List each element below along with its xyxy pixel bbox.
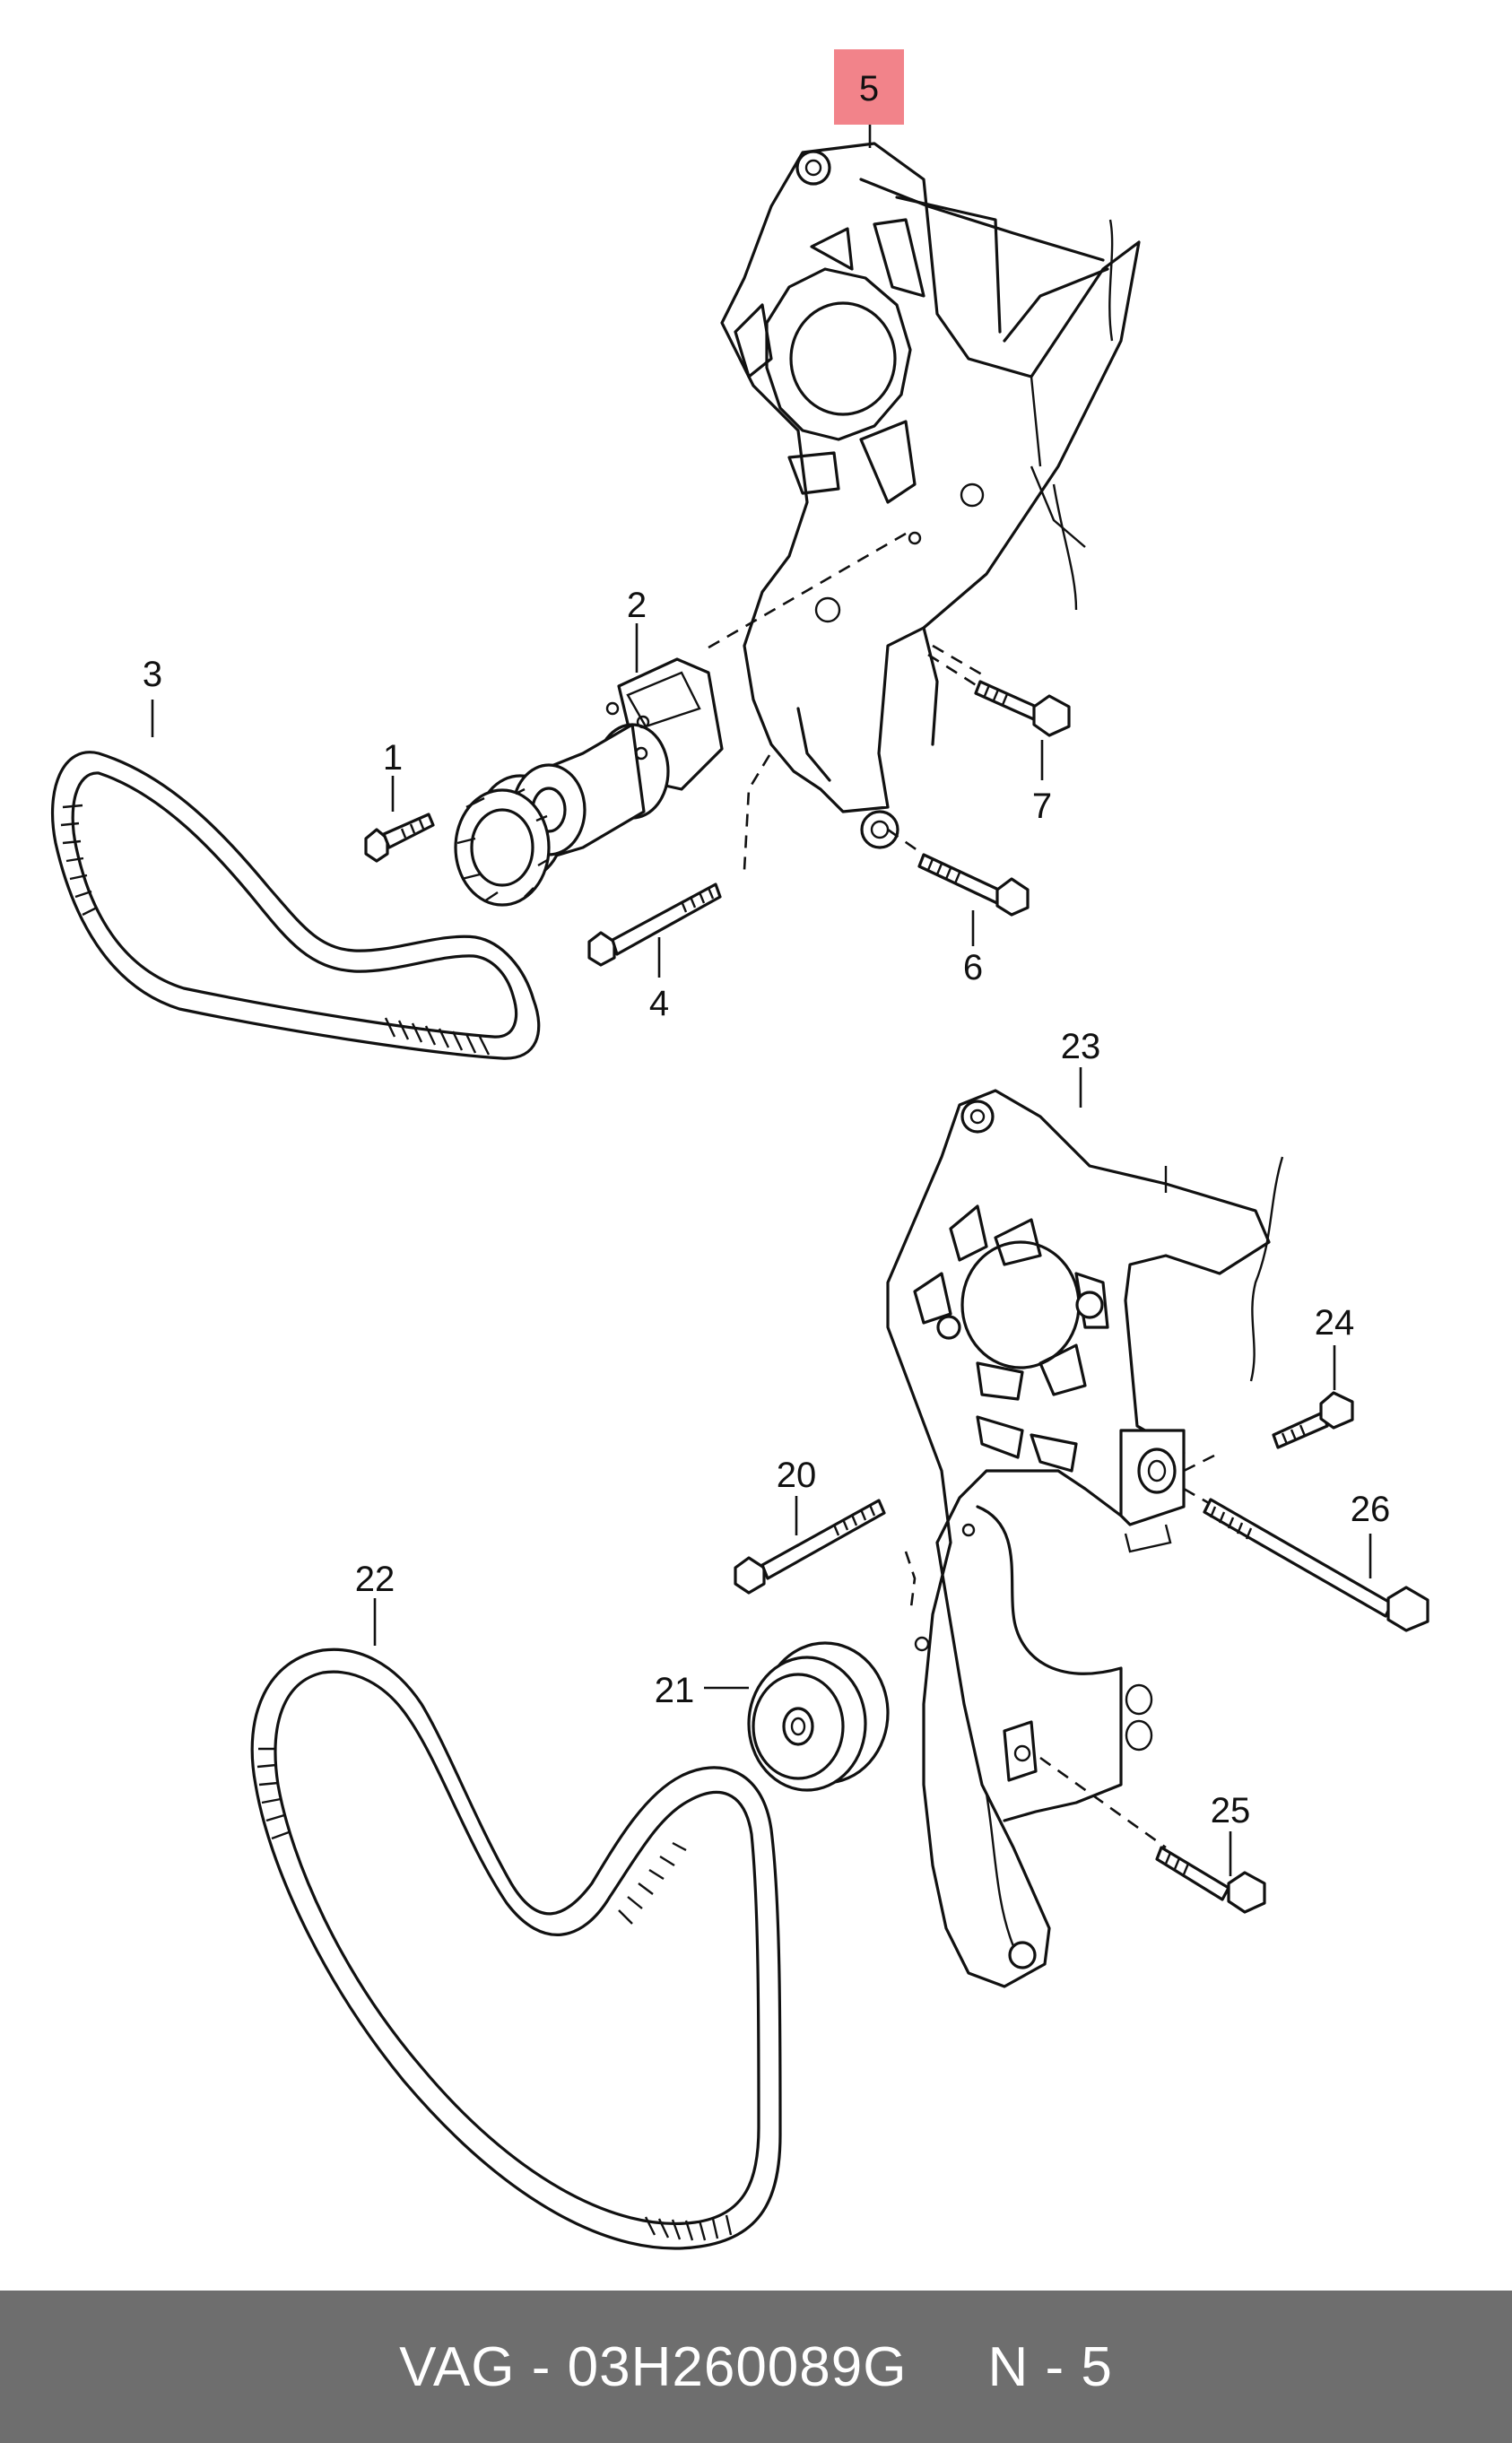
footer-bar: VAG - 03H260089G N - 5: [0, 2291, 1512, 2443]
footer-brand: VAG: [399, 2335, 516, 2398]
callout-24[interactable]: 24: [1315, 1303, 1355, 1343]
belt-tensioner-part-2[interactable]: [454, 657, 724, 907]
callout-22[interactable]: 22: [355, 1560, 395, 1599]
bolt-part-7[interactable]: [974, 680, 1071, 737]
idler-pulley-part-21[interactable]: [747, 1641, 890, 1792]
drive-belt-part-3[interactable]: [51, 751, 541, 1060]
footer-separator: -: [531, 2335, 552, 2398]
bracket-part-23[interactable]: [886, 1089, 1284, 1988]
bracket-part-5[interactable]: [720, 142, 1141, 849]
callout-25[interactable]: 25: [1211, 1791, 1251, 1830]
bolt-part-20[interactable]: [734, 1499, 886, 1595]
exploded-parts-diagram: 5 3 2 1 4 6 7 23 24 20 26 22 21 25: [51, 49, 1429, 2250]
callout-6[interactable]: 6: [963, 948, 983, 987]
footer-position: N - 5: [987, 2335, 1113, 2398]
callout-20[interactable]: 20: [777, 1456, 817, 1495]
callout-23[interactable]: 23: [1061, 1027, 1101, 1066]
callout-26[interactable]: 26: [1351, 1490, 1391, 1529]
bolt-part-6[interactable]: [917, 853, 1030, 917]
bolt-part-24[interactable]: [1272, 1391, 1354, 1449]
callout-1[interactable]: 1: [383, 738, 403, 778]
callout-5[interactable]: 5: [859, 69, 879, 109]
bolt-part-26[interactable]: [1203, 1498, 1429, 1632]
callout-21[interactable]: 21: [655, 1671, 695, 1710]
bolt-part-1[interactable]: [364, 813, 435, 863]
callout-4[interactable]: 4: [649, 984, 669, 1023]
footer-part-number: 03H260089G: [567, 2335, 908, 2398]
bolt-part-25[interactable]: [1155, 1846, 1266, 1914]
callout-7[interactable]: 7: [1032, 787, 1052, 826]
callout-3[interactable]: 3: [143, 655, 162, 694]
highlight-box: [834, 49, 904, 125]
drive-belt-part-22[interactable]: [250, 1648, 782, 2250]
bolt-part-4[interactable]: [587, 882, 722, 967]
callout-2[interactable]: 2: [627, 586, 647, 625]
